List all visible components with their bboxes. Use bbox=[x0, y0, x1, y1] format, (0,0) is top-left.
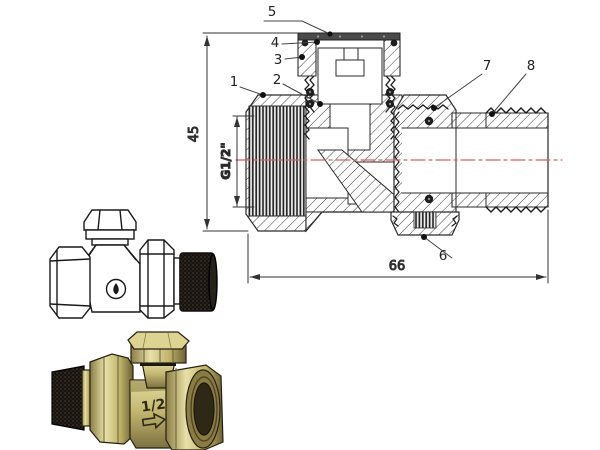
flow-arrow-icon bbox=[141, 412, 167, 430]
height-dimension-label: 45 bbox=[187, 126, 202, 143]
brass-union-nut bbox=[89, 353, 134, 445]
valve-body-female-port bbox=[245, 94, 307, 232]
protection-cap bbox=[297, 32, 401, 77]
male-thread-bottom bbox=[485, 206, 547, 213]
thread-size-label: G1/2" bbox=[219, 142, 233, 179]
svg-text:8: 8 bbox=[527, 58, 536, 74]
svg-text:6: 6 bbox=[439, 248, 448, 264]
callout-1: 1 bbox=[230, 74, 266, 98]
callout-6: 6 bbox=[421, 234, 453, 264]
brass-valve-view: 1/2 bbox=[51, 331, 224, 450]
brass-male-thread bbox=[51, 365, 85, 431]
male-tailpiece bbox=[401, 107, 549, 213]
callout-8: 8 bbox=[489, 58, 535, 117]
lineart-male-thread bbox=[179, 252, 218, 312]
bottom-boss bbox=[390, 211, 460, 236]
dimension-66: 66 bbox=[247, 209, 549, 284]
length-dimension-label: 66 bbox=[389, 259, 406, 274]
valve-body-core bbox=[305, 47, 403, 233]
size-marking-text: 1/2 bbox=[140, 396, 167, 415]
bonnet-o-rings bbox=[306, 88, 394, 108]
cap-top-strip bbox=[297, 32, 401, 41]
svg-text:3: 3 bbox=[274, 52, 283, 68]
dimension-45: 45 bbox=[187, 32, 299, 232]
dimension-thread: G1/2" bbox=[219, 115, 255, 208]
svg-text:5: 5 bbox=[268, 4, 277, 20]
callout-4: 4 bbox=[271, 35, 320, 51]
female-thread bbox=[248, 105, 307, 217]
lineart-valve-view bbox=[49, 209, 218, 319]
callouts: 1 2 3 4 5 6 7 bbox=[230, 4, 536, 264]
technical-drawing: 45 G1/2" 66 1 2 bbox=[187, 4, 563, 284]
svg-text:1: 1 bbox=[230, 74, 239, 90]
callout-2: 2 bbox=[273, 72, 323, 107]
lineart-female-nut bbox=[49, 246, 91, 319]
lineart-cap bbox=[83, 209, 137, 246]
svg-text:4: 4 bbox=[271, 35, 280, 51]
brass-female-nut bbox=[165, 364, 224, 450]
svg-text:7: 7 bbox=[483, 58, 492, 74]
lineart-union-nut bbox=[139, 239, 175, 319]
male-thread-top bbox=[485, 107, 547, 114]
svg-text:2: 2 bbox=[273, 72, 282, 88]
callout-5: 5 bbox=[263, 4, 333, 37]
callout-3: 3 bbox=[274, 52, 305, 68]
size-marking: 1/2 bbox=[140, 396, 167, 430]
brand-droplet-icon bbox=[105, 278, 127, 300]
callout-7: 7 bbox=[431, 58, 491, 111]
